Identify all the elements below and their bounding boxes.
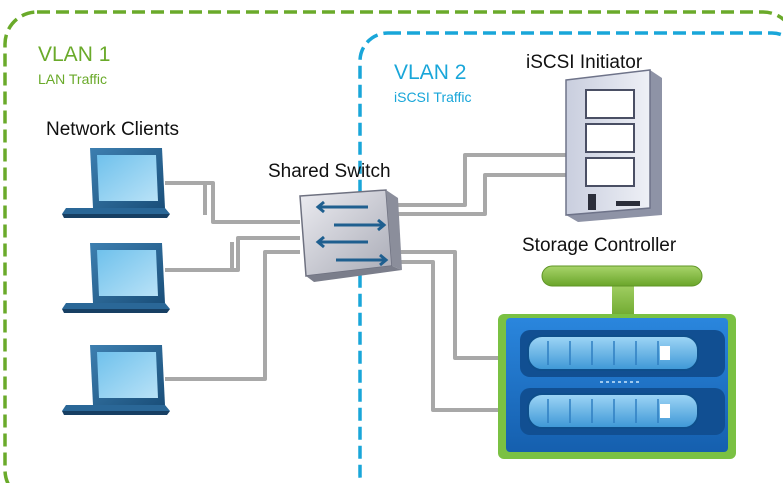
vlan1-boundary — [3, 10, 783, 483]
cable-client2-switch-b — [165, 242, 234, 272]
cable-switch-initiator-2 — [392, 173, 570, 216]
storage-controller-label: Storage Controller — [522, 235, 677, 256]
cable-switch-storage-2 — [392, 260, 505, 412]
iscsi-initiator-label: iSCSI Initiator — [526, 52, 643, 73]
laptop-icon — [62, 148, 170, 218]
cable-switch-initiator-1 — [392, 153, 570, 207]
storage-array-icon — [498, 265, 736, 459]
laptop-icon — [62, 243, 170, 313]
cable-group — [165, 153, 570, 412]
cable-switch-storage-1 — [392, 250, 505, 360]
network-switch-icon — [299, 189, 402, 282]
cable-client1-switch — [165, 181, 300, 224]
shared-switch-label: Shared Switch — [268, 161, 391, 182]
vlan2-title: VLAN 2 — [394, 61, 467, 84]
vlan1-subtitle: LAN Traffic — [38, 71, 107, 87]
server-tower-icon — [565, 69, 662, 222]
vlan1-title: VLAN 1 — [38, 43, 111, 66]
cable-client1-switch-b — [165, 181, 207, 215]
laptop-icon — [62, 345, 170, 415]
vlan2-subtitle: iSCSI Traffic — [394, 89, 472, 105]
network-clients-label: Network Clients — [46, 119, 180, 140]
cable-client3-switch — [165, 250, 300, 381]
